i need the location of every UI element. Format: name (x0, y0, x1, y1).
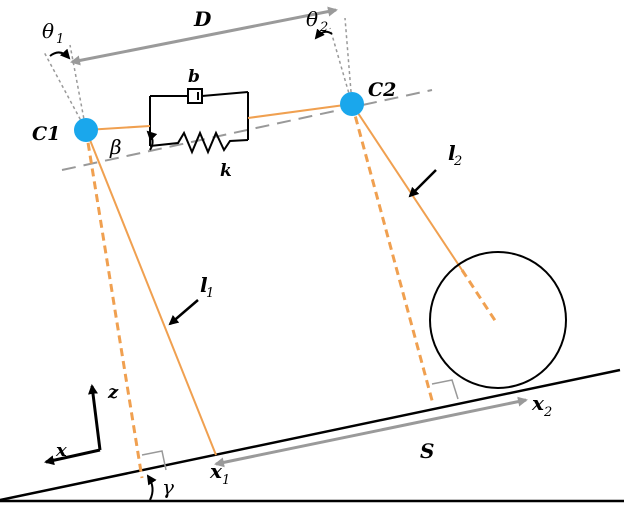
label-x1-sub: 1 (222, 473, 230, 488)
theta2-ref-line-a (329, 27, 353, 105)
label-gamma: γ (162, 475, 174, 499)
gamma-angle-arc (146, 474, 157, 501)
label-l2-sub: 2 (453, 154, 462, 169)
pivot-C1 (74, 118, 98, 142)
label-x2-sub: 2 (543, 405, 552, 420)
label-z: z (107, 382, 119, 403)
label-l1: l (200, 273, 208, 297)
c2-to-damper-link (247, 103, 353, 119)
theta2-ref-line-b (344, 17, 353, 105)
theta1-ref-line-b (69, 44, 87, 131)
theta1-ref-line-a (43, 51, 87, 131)
label-x-axis: x (55, 440, 67, 461)
label-beta: β (109, 135, 122, 159)
l1-pointer-arrow (168, 299, 199, 326)
z-axis-arrow (88, 384, 102, 451)
right-angle-marker-2 (431, 379, 459, 400)
label-l2: l (448, 141, 456, 165)
wheel-circle (429, 251, 567, 389)
S-dimension-arrow (214, 396, 528, 468)
label-k: k (220, 161, 232, 181)
label-D: D (193, 7, 212, 31)
label-x1: x (209, 459, 223, 483)
label-theta2: θ (306, 7, 318, 31)
label-theta2-sub: 2 (319, 20, 328, 35)
label-b: b (188, 67, 200, 87)
label-C1: C1 (32, 123, 60, 145)
label-S: S (420, 439, 434, 463)
right-angle-marker-1 (141, 450, 167, 471)
label-theta1-sub: 1 (56, 32, 64, 47)
l2-pointer-arrow (408, 169, 437, 198)
rope-l2-dashed-vertical (350, 103, 435, 405)
spring-damper-assembly (149, 88, 249, 155)
rope-l2-solid (351, 103, 463, 271)
x-axis-arrow (44, 448, 101, 466)
label-l1-sub: 1 (206, 286, 214, 301)
rope-l2-dashed-to-center (460, 269, 498, 323)
label-x2: x (531, 391, 545, 415)
label-theta1: θ (42, 19, 54, 43)
rope-l1-dashed-vertical (84, 129, 144, 479)
D-dimension-arrow (70, 6, 338, 66)
theta1-rotation-arrow (49, 48, 71, 60)
pivot-C2 (340, 92, 364, 116)
rope-l1-solid (85, 129, 217, 456)
beta-angle-arrow (146, 130, 158, 151)
label-C2: C2 (368, 79, 396, 101)
